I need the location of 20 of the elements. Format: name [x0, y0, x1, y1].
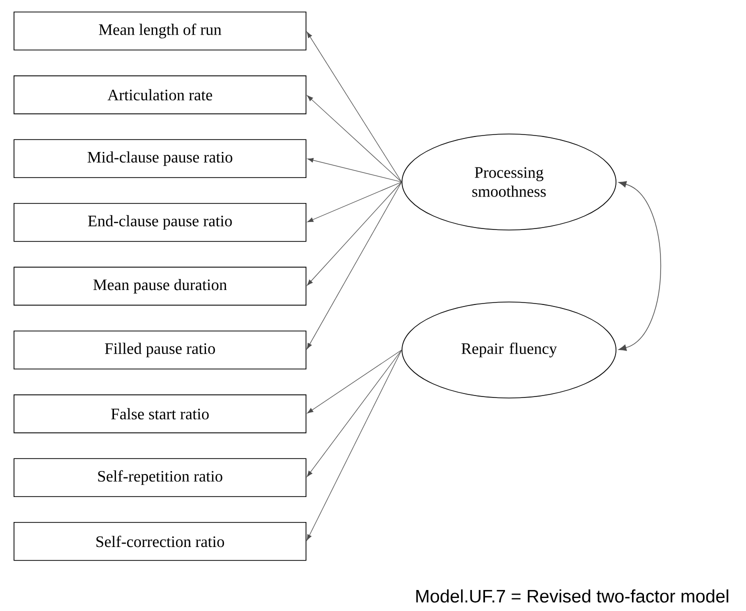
indicator-box: Mid-clause pause ratio [14, 139, 306, 178]
indicator-box: False start ratio [14, 394, 306, 434]
arrow [306, 32, 402, 182]
arrow [306, 350, 402, 541]
arrow [307, 158, 402, 182]
indicator-box: Self-correction ratio [14, 522, 306, 561]
arrow [307, 350, 402, 414]
arrow [618, 181, 662, 351]
indicator-box: Mean pause duration [14, 266, 306, 306]
indicator-box: Self-repetition ratio [14, 458, 306, 497]
arrow [307, 95, 402, 182]
indicator-box: Filled pause ratio [14, 330, 306, 370]
caption: Model.UF.7 = Revised two-factor model [416, 589, 728, 603]
indicator-box: Mean length of run [14, 12, 306, 50]
arrow [306, 350, 402, 477]
arrow [307, 182, 402, 222]
indicator-box: End-clause pause ratio [14, 203, 306, 242]
arrow [306, 182, 402, 286]
indicator-box: Articulation rate [14, 75, 306, 114]
arrow [306, 182, 402, 350]
